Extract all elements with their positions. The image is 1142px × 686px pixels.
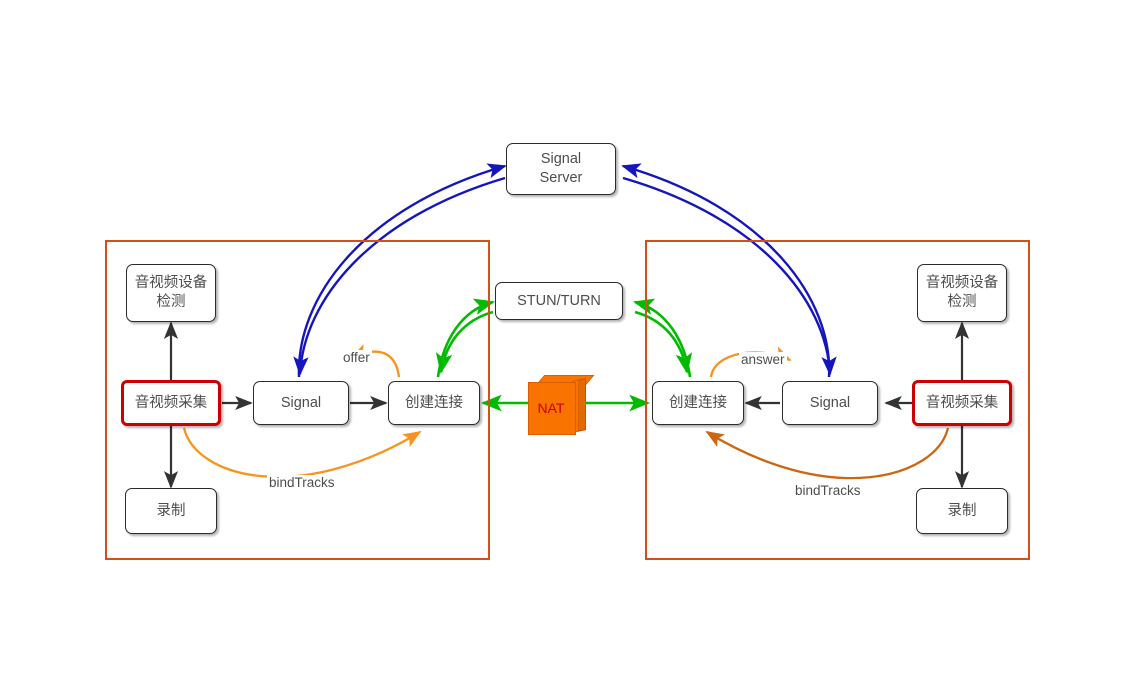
offer-label: offer xyxy=(341,350,372,365)
peer-a-device-check[interactable]: 音视频设备 检测 xyxy=(126,264,216,322)
answer-label: answer xyxy=(739,352,787,367)
nat-label: NAT xyxy=(537,399,565,416)
stun-turn-node[interactable]: STUN/TURN xyxy=(495,282,623,320)
peer-b-capture[interactable]: 音视频采集 xyxy=(912,380,1012,426)
peer-a-create-connection[interactable]: 创建连接 xyxy=(388,381,480,425)
bindtracks-label-right: bindTracks xyxy=(793,483,863,498)
peer-b-device-check[interactable]: 音视频设备 检测 xyxy=(917,264,1007,322)
bindtracks-label-left: bindTracks xyxy=(267,475,337,490)
peer-b-record[interactable]: 录制 xyxy=(916,488,1008,534)
peer-a-record[interactable]: 录制 xyxy=(125,488,217,534)
nat-device[interactable]: NAT xyxy=(528,375,595,435)
peer-b-signal[interactable]: Signal xyxy=(782,381,878,425)
peer-a-signal[interactable]: Signal xyxy=(253,381,349,425)
nat-front-face xyxy=(528,382,576,435)
peer-b-create-connection[interactable]: 创建连接 xyxy=(652,381,744,425)
signal-server-node[interactable]: Signal Server xyxy=(506,143,616,195)
peer-a-capture[interactable]: 音视频采集 xyxy=(121,380,221,426)
